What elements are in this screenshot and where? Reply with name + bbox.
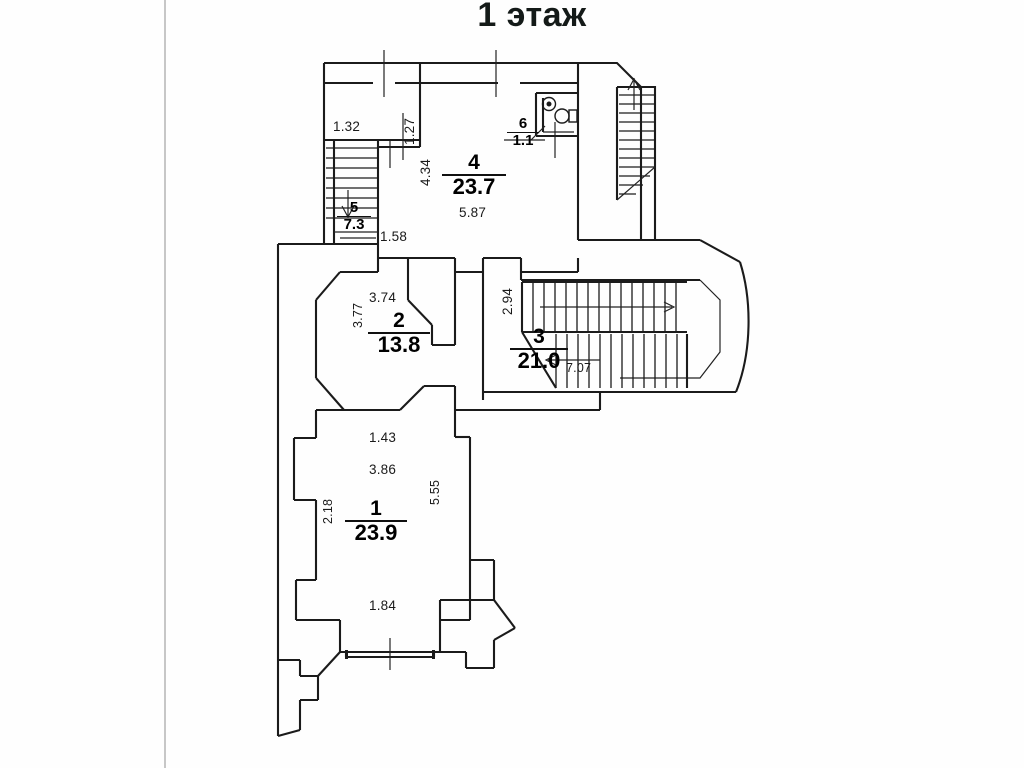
dimension-3-86: 3.86: [369, 462, 397, 477]
dimension-7-07: 7.07: [566, 361, 592, 375]
room-2-number: 2: [393, 309, 405, 332]
room-3-stair-hall: [455, 239, 750, 412]
dimension-4-34: 4.34: [418, 158, 433, 186]
dimension-2-94: 2.94: [500, 287, 515, 315]
room-4-number: 4: [468, 151, 480, 174]
dimension-1-43: 1.43: [369, 430, 397, 445]
room-1-number: 1: [370, 497, 382, 520]
room-5-number: 5: [349, 199, 359, 216]
sink-icon: [541, 96, 557, 112]
room-3-number: 3: [533, 325, 545, 348]
room-4-area: 23.7: [452, 174, 496, 200]
inner-partitions-upper: [378, 50, 556, 168]
room-1-area: 23.9: [354, 520, 398, 546]
stair-main-lower-steps: [555, 334, 678, 388]
room-4-label: 4 23.7: [438, 152, 510, 199]
dimension-3-77: 3.77: [351, 302, 365, 328]
dimension-3-74: 3.74: [369, 290, 397, 305]
toilet-icon: [554, 108, 578, 124]
walls-middle: [276, 242, 457, 660]
room-3-label: 3 21.0: [506, 326, 572, 373]
dimension-5-55: 5.55: [428, 479, 442, 505]
room-5-label: 5 7.3: [334, 200, 374, 233]
page-title: 1 этаж: [477, 0, 587, 34]
dimension-1-58: 1.58: [380, 229, 408, 244]
room-6-number: 6: [518, 115, 528, 132]
room-5-area: 7.3: [343, 216, 365, 234]
stair-up-arrow-icon: [627, 77, 641, 110]
stair-top-right-steps: [619, 94, 655, 195]
outer-walls-lower: [276, 558, 516, 738]
room-2-area: 13.8: [377, 332, 421, 358]
dimension-5-87: 5.87: [459, 205, 487, 220]
room-6-area: 1.1: [512, 132, 534, 150]
stair-left-steps: [326, 147, 378, 219]
dimension-1-32: 1.32: [333, 119, 361, 134]
room-3-area: 21.0: [517, 348, 561, 374]
room-4-outline: [376, 244, 580, 274]
stair-left-arrow-icon: [544, 354, 600, 366]
outer-walls-upper: [322, 61, 700, 242]
dimension-1-27: 1.27: [402, 117, 417, 145]
dimension-2-18: 2.18: [321, 498, 335, 524]
room-1-label: 1 23.9: [340, 498, 412, 545]
room-5-stairs: [322, 140, 380, 246]
dimension-1-84: 1.84: [369, 598, 397, 613]
stair-top-right: [615, 77, 657, 240]
room-2-label: 2 13.8: [363, 310, 435, 357]
room-6-bathroom: [530, 91, 578, 141]
room-6-label: 6 1.1: [504, 116, 542, 149]
stair-right-arrow-icon: [540, 301, 676, 313]
room-1-outline: [292, 408, 472, 670]
label-leaders: [340, 139, 545, 239]
